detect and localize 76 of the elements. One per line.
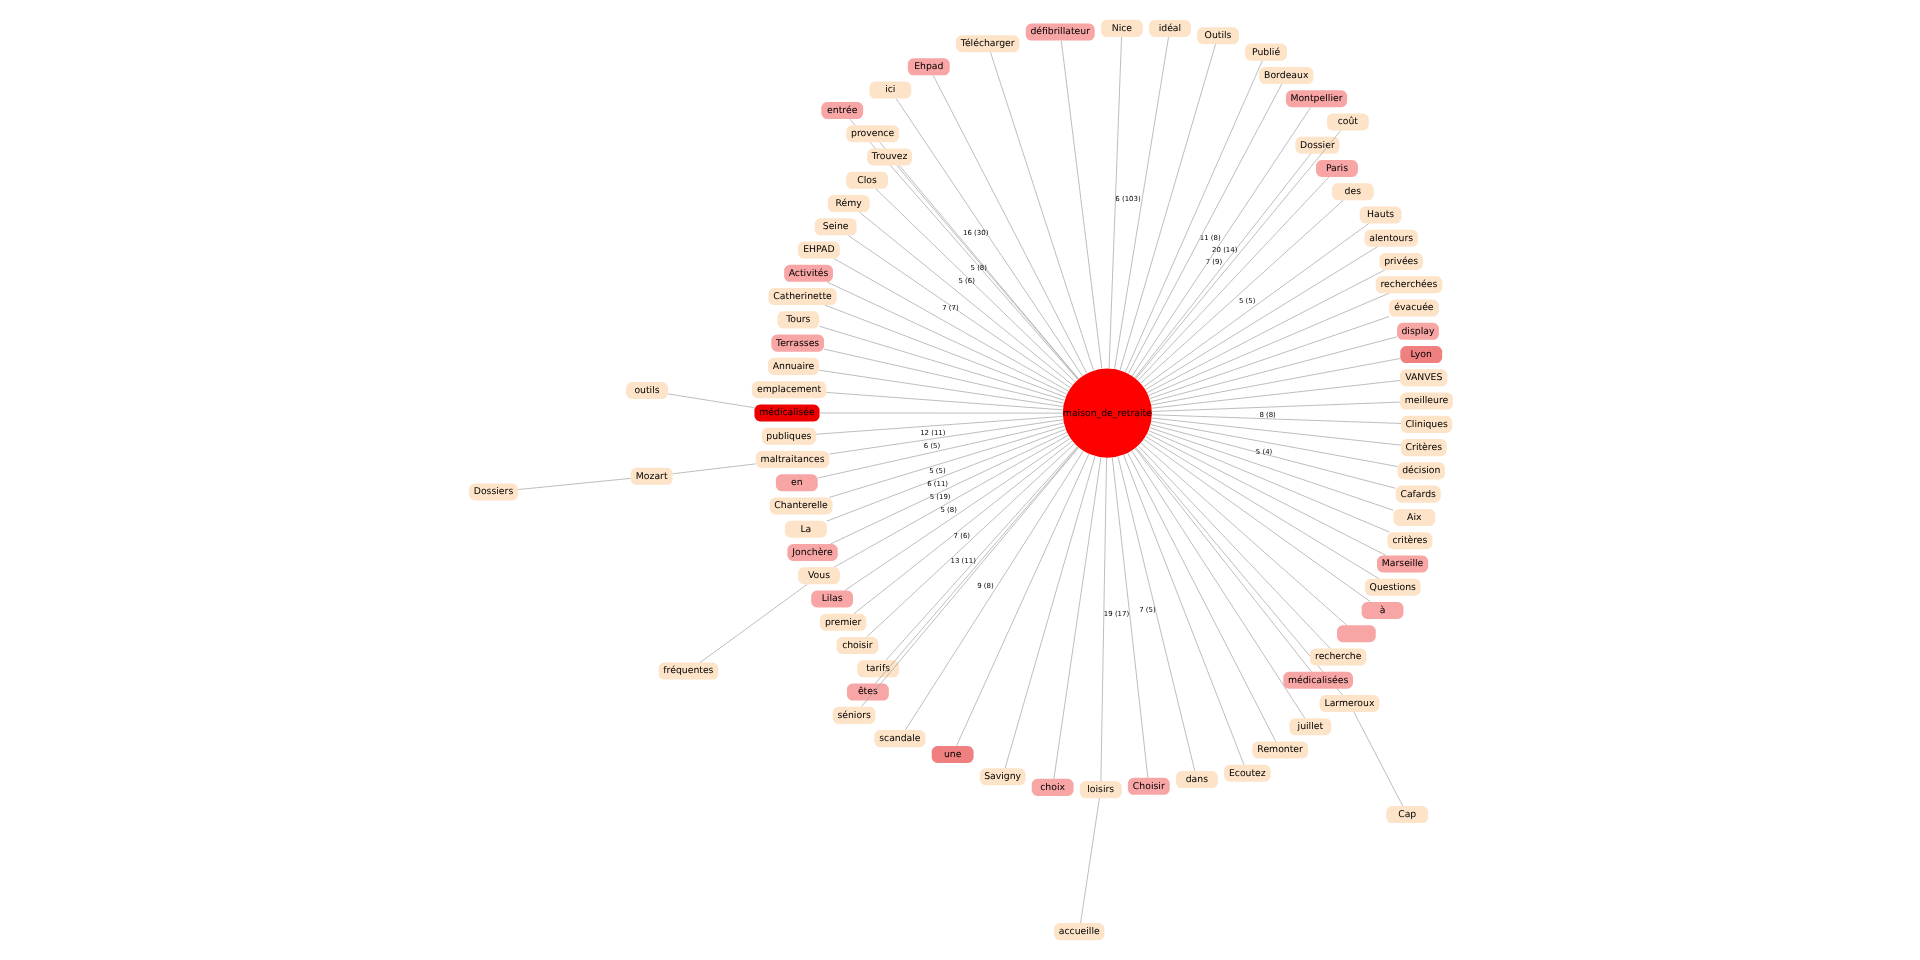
node-box (1336, 625, 1375, 643)
connector (1150, 414, 1401, 424)
connector (828, 419, 1063, 455)
connector (1139, 442, 1347, 626)
connector (955, 453, 1089, 747)
connector (1145, 269, 1384, 394)
connector (1134, 447, 1342, 696)
connector (878, 142, 1078, 380)
connector (894, 98, 1082, 377)
connector (1352, 711, 1403, 807)
connector (1116, 456, 1195, 772)
connector (848, 118, 1078, 381)
connector (1150, 380, 1400, 409)
connector (843, 437, 1070, 591)
connector (516, 478, 631, 490)
connector (1149, 358, 1400, 406)
connector (818, 412, 1062, 414)
connector (931, 75, 1087, 374)
connector (1003, 455, 1095, 769)
connector (1143, 246, 1377, 391)
connector (989, 51, 1093, 371)
connector (825, 428, 1066, 522)
connector (1110, 457, 1148, 779)
connector (1133, 153, 1311, 379)
connector (816, 422, 1064, 479)
connector (874, 188, 1075, 383)
connector (852, 440, 1072, 615)
connector (1052, 457, 1101, 780)
connector (832, 434, 1068, 568)
connector (666, 393, 754, 409)
connector (1148, 316, 1389, 400)
connector (904, 450, 1083, 731)
connector (1145, 433, 1385, 556)
connector (895, 165, 1078, 380)
connector (1126, 452, 1276, 742)
connector (814, 416, 1063, 435)
connector (846, 235, 1070, 389)
connector (1150, 401, 1400, 412)
connector (1148, 427, 1393, 511)
connector (1126, 83, 1282, 375)
connector (1079, 797, 1099, 924)
connector (832, 258, 1068, 392)
connector (825, 281, 1067, 395)
connector (1136, 445, 1330, 649)
connector (827, 425, 1064, 498)
connector (1149, 336, 1397, 403)
connector (1107, 36, 1121, 369)
connector (1124, 60, 1262, 373)
connector (1059, 40, 1102, 370)
connector (1113, 36, 1168, 370)
connector (1150, 417, 1401, 446)
connector (1133, 448, 1311, 673)
connector (1099, 457, 1106, 782)
connector (1142, 438, 1370, 603)
connector (1118, 43, 1215, 371)
connector (818, 325, 1064, 401)
connector (698, 584, 807, 663)
connector (1149, 420, 1397, 467)
connector (1139, 199, 1343, 384)
connector (1147, 430, 1389, 533)
connector (1122, 454, 1244, 765)
connector (1144, 436, 1379, 580)
connector (1147, 292, 1389, 396)
connector (1130, 107, 1311, 377)
connector (829, 431, 1067, 545)
connector (1130, 450, 1305, 719)
connector (865, 443, 1075, 638)
connector (1136, 176, 1329, 381)
connector (1142, 223, 1368, 388)
connector (817, 369, 1063, 407)
connector (671, 463, 755, 475)
connector (823, 304, 1066, 398)
connector (1149, 424, 1395, 489)
connector (822, 348, 1064, 404)
connector (825, 392, 1063, 411)
connector (857, 211, 1072, 386)
